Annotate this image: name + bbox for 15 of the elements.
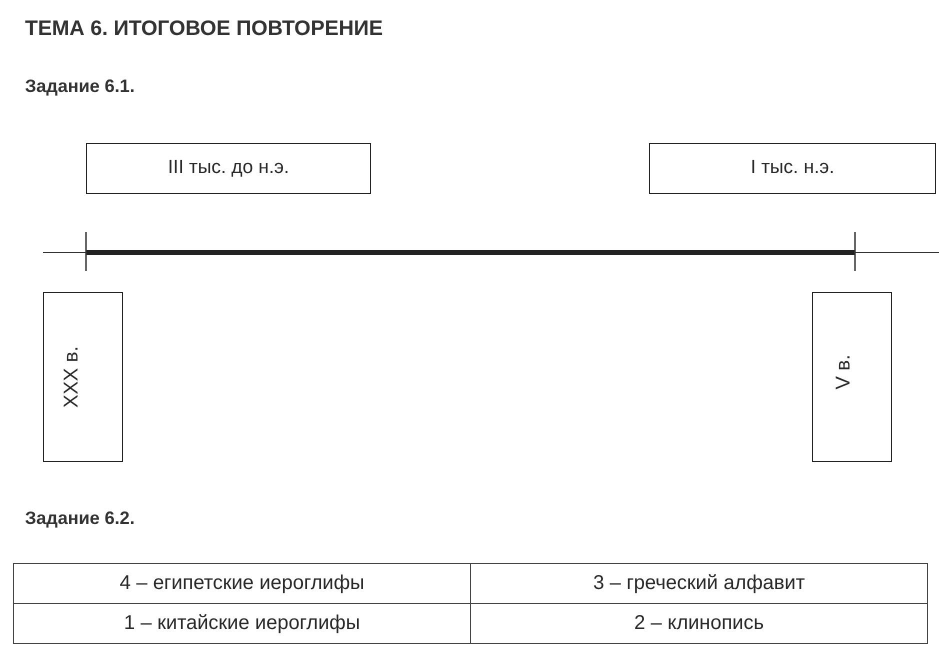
period-label: I тыс. н.э. [750, 156, 834, 178]
table-cell: 2 – клинопись [470, 603, 928, 644]
period-label: III тыс. до н.э. [168, 156, 290, 178]
page-title: ТЕМА 6. ИТОГОВОЕ ПОВТОРЕНИЕ [25, 17, 383, 41]
century-box [812, 292, 892, 462]
century-label: V в. [832, 354, 856, 390]
table-cell: 4 – египетские иероглифы [13, 563, 471, 604]
task-heading: Задание 6.2. [25, 508, 135, 529]
period-box [86, 143, 371, 194]
century-box [43, 292, 123, 462]
period-box [649, 143, 936, 194]
century-label: XXX в. [60, 346, 84, 408]
table-cell: 3 – греческий алфавит [470, 563, 928, 604]
task-heading: Задание 6.1. [25, 76, 135, 97]
table-cell: 1 – китайские иероглифы [13, 603, 471, 644]
